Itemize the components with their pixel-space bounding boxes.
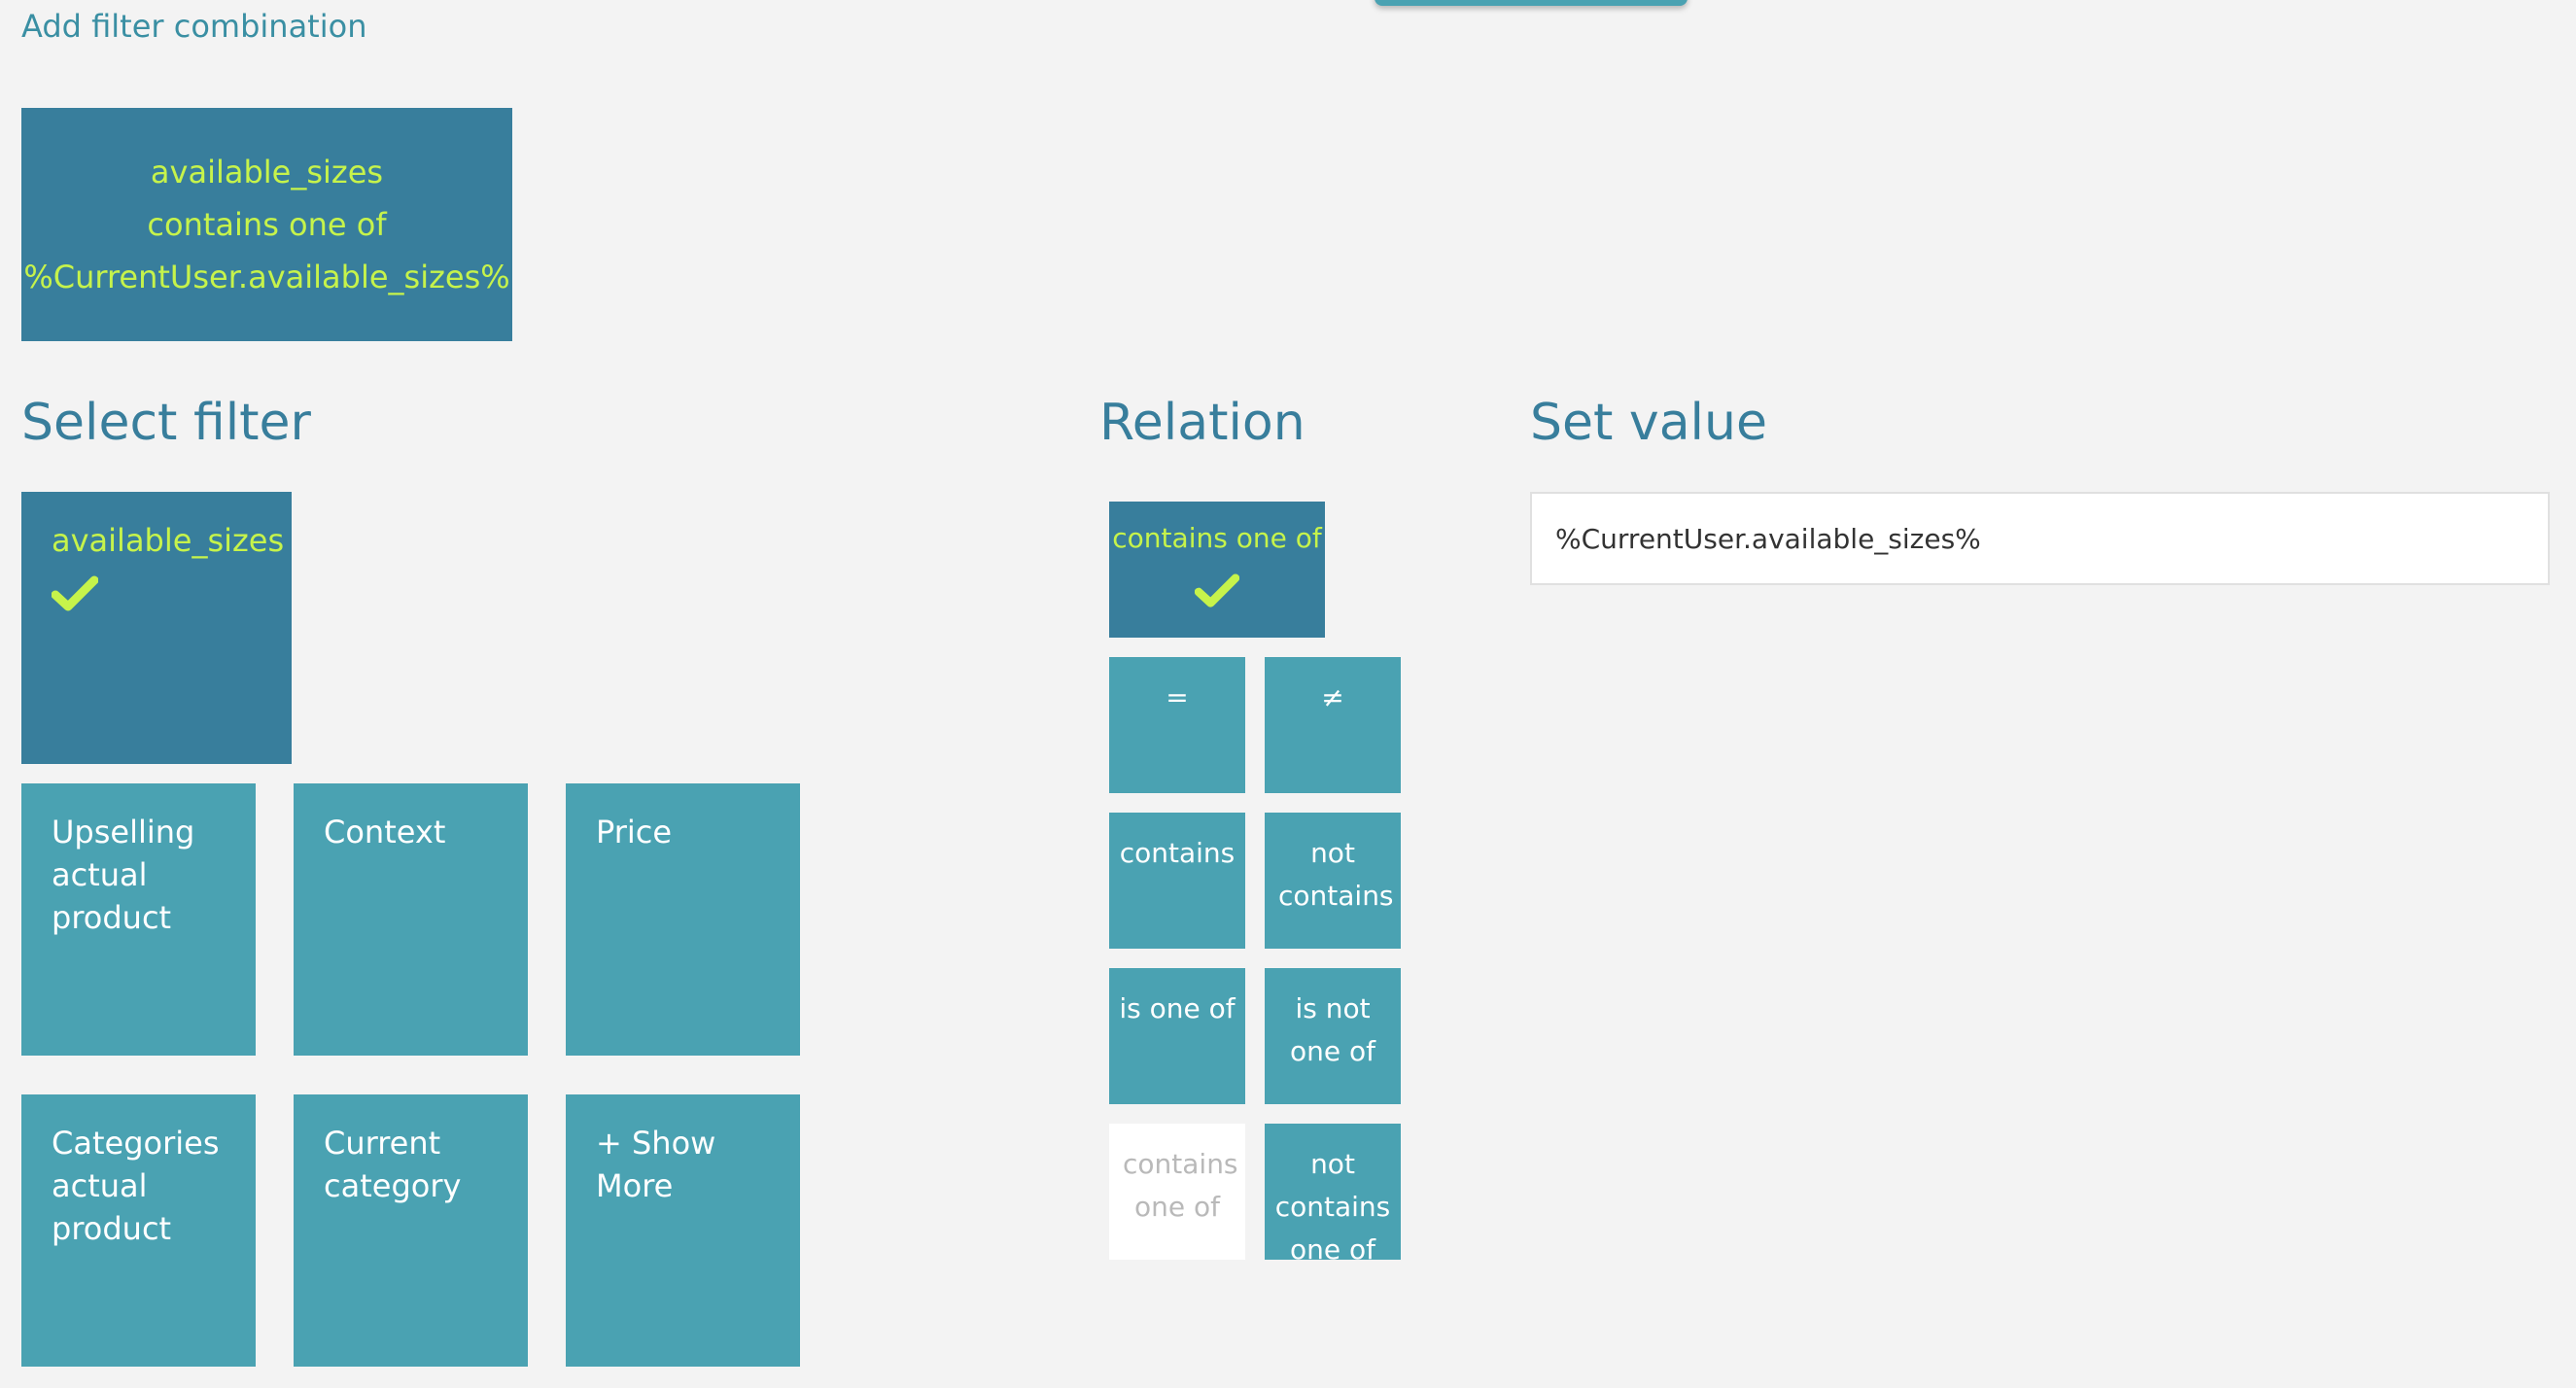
relation-option-label: = [1166, 681, 1189, 713]
show-more-button[interactable]: + Show More [566, 1094, 800, 1367]
summary-filter-name: available_sizes [150, 154, 384, 191]
select-filter-heading: Select filter [21, 394, 311, 452]
filter-tile-current-category[interactable]: Current category [294, 1094, 528, 1367]
filter-tile-label: Context [324, 814, 446, 850]
relation-option-is-one-of[interactable]: is one of [1109, 968, 1245, 1104]
relation-option-not-contains[interactable]: not contains [1265, 813, 1401, 949]
relation-option-contains-one-of: contains one of [1109, 1124, 1245, 1260]
filter-tile-context[interactable]: Context [294, 783, 528, 1056]
relation-option-label: contains one of [1112, 522, 1322, 554]
check-icon [1195, 573, 1239, 607]
add-filter-combination-link[interactable]: Add filter combination [21, 8, 367, 45]
top-tab-button[interactable] [1375, 0, 1688, 6]
summary-value: %CurrentUser.available_sizes% [23, 259, 510, 295]
show-more-label: + Show More [596, 1125, 716, 1204]
relation-option-label: is not one of [1290, 992, 1375, 1067]
relation-option-equals[interactable]: = [1109, 657, 1245, 793]
filter-tile-price[interactable]: Price [566, 783, 800, 1056]
relation-option-label: is one of [1119, 992, 1236, 1024]
filter-tile-label: Current category [324, 1125, 462, 1204]
filter-tile-label: Categories actual product [52, 1125, 220, 1247]
relation-heading: Relation [1099, 394, 1305, 452]
filter-tile-available-sizes[interactable]: available_sizes [21, 492, 292, 764]
filter-summary-card[interactable]: available_sizes contains one of %Current… [21, 108, 512, 341]
set-value-input[interactable] [1530, 492, 2550, 585]
summary-relation: contains one of [147, 206, 387, 243]
filter-tile-upselling-actual-product[interactable]: Upselling actual product [21, 783, 256, 1056]
set-value-heading: Set value [1530, 394, 1767, 452]
filter-tile-label: available_sizes [52, 522, 285, 559]
check-icon [52, 575, 98, 611]
filter-tile-categories-actual-product[interactable]: Categories actual product [21, 1094, 256, 1367]
relation-option-contains-one-of-selected[interactable]: contains one of [1109, 502, 1325, 638]
relation-option-contains[interactable]: contains [1109, 813, 1245, 949]
relation-option-label: not contains [1278, 837, 1394, 912]
relation-option-label: contains [1119, 837, 1236, 869]
relation-option-is-not-one-of[interactable]: is not one of [1265, 968, 1401, 1104]
relation-option-label: not contains one of [1274, 1148, 1391, 1260]
filter-tile-label: Upselling actual product [52, 814, 195, 936]
relation-option-label: ≠ [1321, 681, 1344, 713]
relation-option-not-equals[interactable]: ≠ [1265, 657, 1401, 793]
relation-option-label: contains one of [1123, 1148, 1238, 1223]
filter-tile-label: Price [596, 814, 673, 850]
relation-option-not-contains-one-of[interactable]: not contains one of [1265, 1124, 1401, 1260]
